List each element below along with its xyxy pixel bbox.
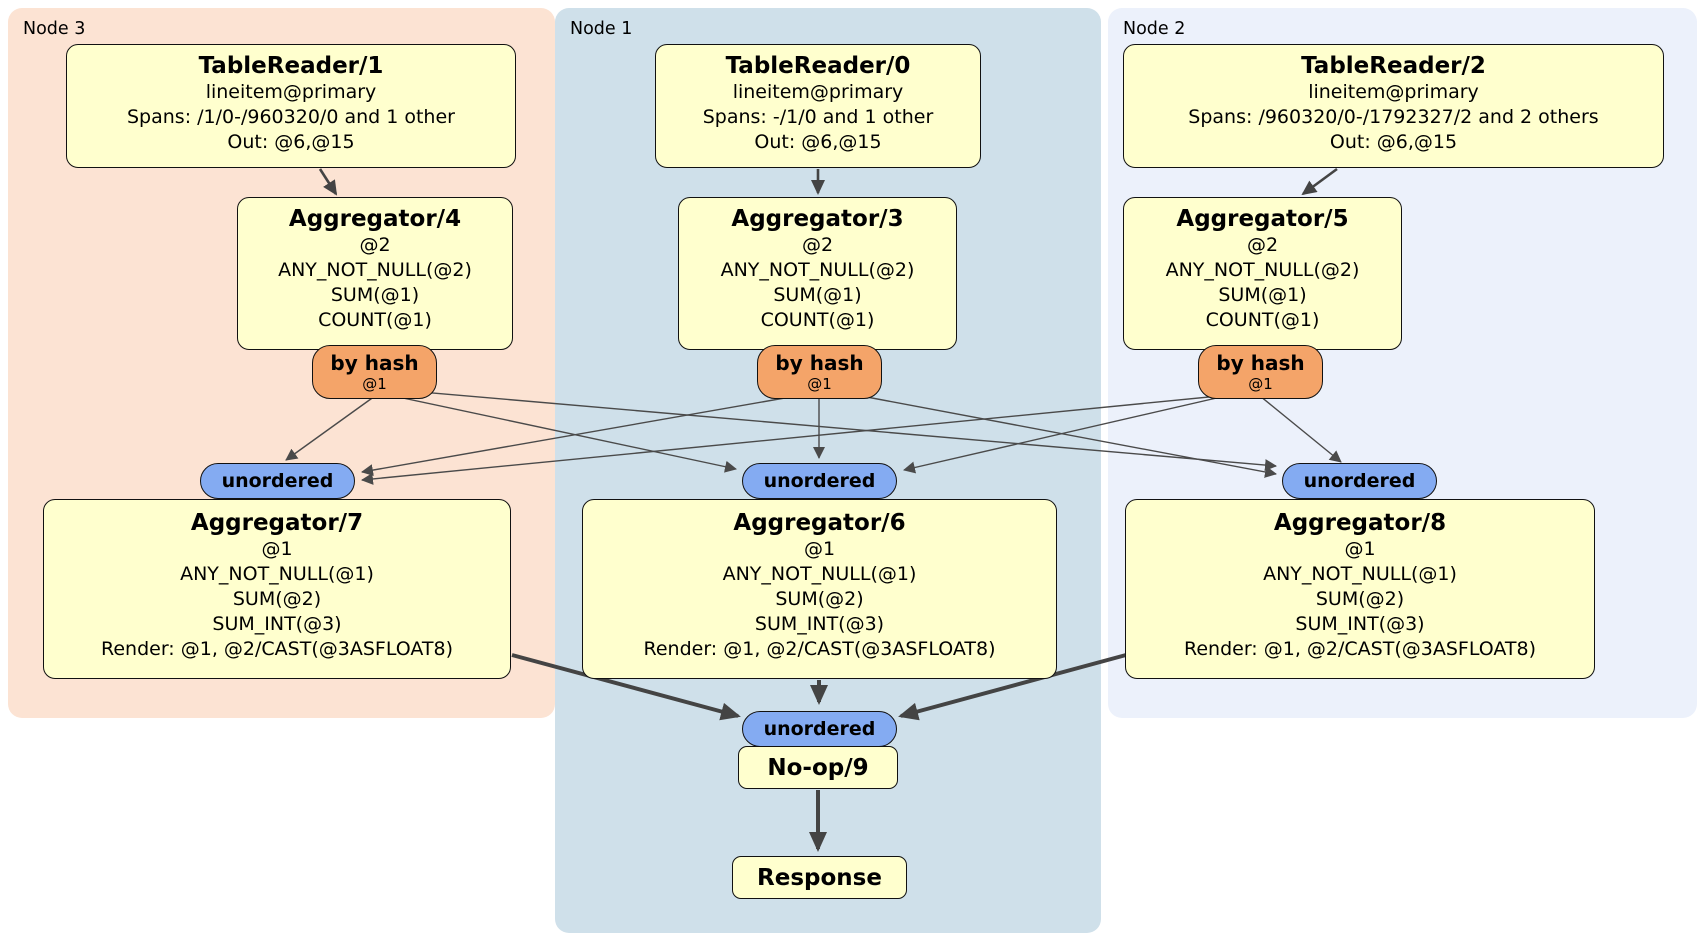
sync-label: unordered	[763, 718, 876, 740]
processor-line: lineitem@primary	[732, 81, 904, 103]
router-detail: @1	[362, 374, 387, 393]
processor-line: Out: @6,@15	[227, 131, 355, 153]
processor-line: SUM(@1)	[1218, 284, 1307, 306]
sync-unordered-8: unordered	[1282, 463, 1437, 499]
processor-line: SUM(@1)	[773, 284, 862, 306]
processor-line: SUM_INT(@3)	[212, 613, 342, 635]
processor-line: Render: @1, @2/CAST(@3ASFLOAT8)	[643, 638, 996, 660]
processor-line: @2	[801, 234, 834, 256]
processor-line: lineitem@primary	[1308, 81, 1479, 103]
processor-title: Aggregator/8	[1273, 510, 1447, 536]
processor-title: Aggregator/5	[1176, 206, 1349, 232]
processor-line: SUM_INT(@3)	[1295, 613, 1425, 635]
router-detail: @1	[1248, 374, 1273, 393]
processor-noop-9: No-op/9	[738, 746, 898, 789]
processor-line: Render: @1, @2/CAST(@3ASFLOAT8)	[101, 638, 453, 660]
processor-line: Render: @1, @2/CAST(@3ASFLOAT8)	[1184, 638, 1536, 660]
router-by-hash-3: by hash @1	[757, 345, 882, 399]
processor-line: @2	[1246, 234, 1279, 256]
processor-line: SUM(@2)	[1315, 588, 1405, 610]
region-node3-label: Node 3	[23, 19, 86, 39]
router-label: by hash	[775, 350, 864, 375]
router-by-hash-4: by hash @1	[312, 345, 437, 399]
processor-line: ANY_NOT_NULL(@2)	[720, 259, 915, 281]
sync-label: unordered	[1303, 470, 1416, 492]
processor-line: lineitem@primary	[205, 81, 377, 103]
processor-title: Aggregator/3	[731, 206, 904, 232]
processor-title: TableReader/1	[198, 53, 384, 79]
sync-label: unordered	[221, 470, 334, 492]
router-detail: @1	[807, 374, 832, 393]
processor-line: ANY_NOT_NULL(@1)	[180, 563, 374, 585]
processor-line: SUM_INT(@3)	[754, 613, 885, 635]
processor-title: TableReader/2	[1301, 53, 1486, 79]
region-node2-label: Node 2	[1123, 19, 1186, 39]
processor-line: @1	[261, 538, 293, 560]
processor-line: ANY_NOT_NULL(@2)	[1165, 259, 1360, 281]
sync-label: unordered	[763, 470, 876, 492]
processor-line: @1	[1344, 538, 1376, 560]
processor-line: SUM(@1)	[330, 284, 420, 306]
processor-line: SUM(@2)	[232, 588, 322, 610]
sync-unordered-final: unordered	[742, 711, 897, 747]
processor-title: No-op/9	[767, 754, 869, 781]
processor-title: Aggregator/4	[288, 206, 462, 232]
processor-line: @1	[803, 538, 836, 560]
processor-title: Response	[757, 864, 882, 891]
router-by-hash-5: by hash @1	[1198, 345, 1323, 399]
sync-unordered-7: unordered	[200, 463, 355, 499]
router-label: by hash	[330, 350, 419, 375]
processor-title: Aggregator/6	[733, 510, 906, 536]
processor-line: @2	[359, 234, 391, 256]
processor-line: SUM(@2)	[775, 588, 864, 610]
processor-line: Spans: /1/0-/960320/0 and 1 other	[127, 106, 455, 128]
router-label: by hash	[1216, 350, 1305, 375]
region-node1-label: Node 1	[570, 19, 633, 39]
processor-line: ANY_NOT_NULL(@1)	[722, 563, 917, 585]
processor-line: COUNT(@1)	[1205, 309, 1320, 331]
processor-line: COUNT(@1)	[318, 309, 432, 331]
processor-line: Out: @6,@15	[1329, 131, 1458, 153]
processor-line: ANY_NOT_NULL(@2)	[278, 259, 472, 281]
processor-line: Spans: -/1/0 and 1 other	[702, 106, 934, 128]
processor-response: Response	[732, 856, 907, 899]
processor-line: COUNT(@1)	[760, 309, 875, 331]
sync-unordered-6: unordered	[742, 463, 897, 499]
processor-line: Spans: /960320/0-/1792327/2 and 2 others	[1188, 106, 1599, 128]
processor-title: TableReader/0	[725, 53, 911, 79]
processor-title: Aggregator/7	[190, 510, 364, 536]
processor-line: Out: @6,@15	[754, 131, 882, 153]
processor-line: ANY_NOT_NULL(@1)	[1263, 563, 1457, 585]
